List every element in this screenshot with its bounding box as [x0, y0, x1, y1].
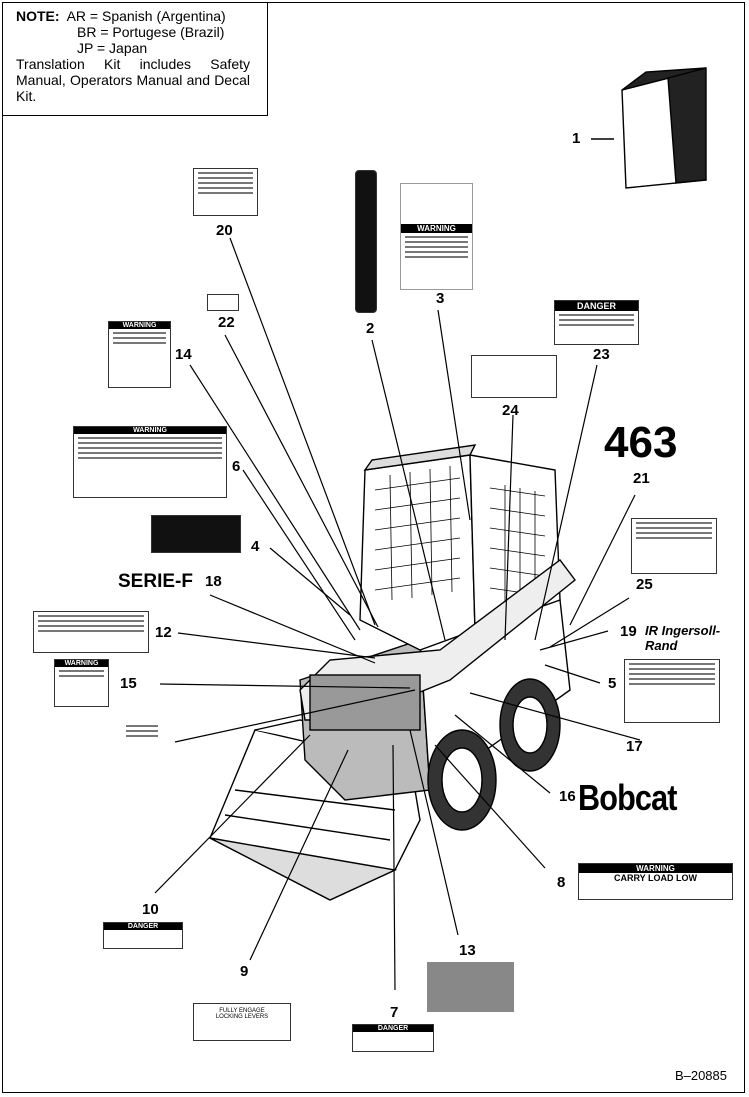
decal-21-model: 463 [604, 418, 678, 467]
decal-3-manual: WARNING [400, 183, 473, 290]
decal-22 [207, 294, 239, 311]
decal-7: DANGER [352, 1024, 434, 1052]
callout-12: 12 [155, 624, 172, 641]
callout-25: 25 [636, 576, 653, 593]
decal-20 [193, 168, 258, 216]
decal-13 [427, 962, 514, 1012]
decal-14: WARNING [108, 321, 171, 388]
decal-24 [471, 355, 557, 398]
decal-9-locking: LOCKING LEVERS [215, 1014, 269, 1020]
decal-10: DANGER [103, 922, 183, 949]
decal-18-serie: SERIE-F [118, 571, 193, 592]
decal-14-warning: WARNING [109, 322, 170, 329]
kit-box-illustration [591, 67, 707, 189]
callout-20: 20 [216, 222, 233, 239]
callout-5: 5 [608, 675, 617, 692]
decal-8: WARNING CARRY LOAD LOW [578, 863, 733, 900]
figure-reference: B–20885 [674, 1068, 727, 1083]
callout-9: 9 [240, 963, 249, 980]
callout-8: 8 [557, 874, 566, 891]
decal-9: FULLY ENGAGE LOCKING LEVERS [193, 1003, 291, 1041]
callout-22: 22 [218, 314, 235, 331]
callout-6: 6 [232, 458, 241, 475]
loader-illustration [209, 444, 576, 901]
decal-23-danger: DANGER [555, 301, 638, 311]
callout-7: 7 [390, 1004, 399, 1021]
decal-9-fully: FULLY ENGAGE [219, 1008, 265, 1014]
callout-17: 17 [626, 738, 643, 755]
callout-3: 3 [436, 290, 445, 307]
decal-23: DANGER [554, 300, 639, 345]
note-line-br: BR = Portugese (Brazil) [77, 24, 225, 40]
callout-13: 13 [459, 942, 476, 959]
decal-19-brand: IR Ingersoll-Rand [645, 623, 749, 653]
decal-8-warning: WARNING [579, 864, 732, 873]
note-line-jp: JP = Japan [77, 40, 148, 56]
callout-16: 16 [559, 788, 576, 805]
decal-6: WARNING [73, 426, 227, 498]
callout-19: 19 [620, 623, 637, 640]
callout-10: 10 [142, 901, 159, 918]
note-box: NOTE: AR = Spanish (Argentina) BR = Port… [2, 2, 268, 116]
callout-23: 23 [593, 346, 610, 363]
decal-4 [151, 515, 241, 553]
decal-19-ingersoll: Ingersoll-Rand [645, 623, 721, 653]
decal-6-warning: WARNING [74, 427, 226, 434]
note-heading: NOTE: [16, 8, 60, 24]
decal-2-strip [355, 170, 377, 313]
decal-12 [33, 611, 149, 653]
note-line-ar: AR = Spanish (Argentina) [66, 8, 226, 24]
leader-lines [154, 237, 641, 991]
decal-5 [624, 659, 720, 723]
callout-18: 18 [205, 573, 222, 590]
callout-24: 24 [502, 402, 519, 419]
callout-21: 21 [633, 470, 650, 487]
decal-15: WARNING [54, 659, 109, 707]
callout-4: 4 [251, 538, 260, 555]
callout-15: 15 [120, 675, 137, 692]
callout-1: 1 [572, 130, 581, 147]
callout-14: 14 [175, 346, 192, 363]
decal-7-danger: DANGER [353, 1025, 433, 1032]
decal-8-carry: CARRY LOAD LOW [614, 873, 697, 883]
decal-19-ir: IR [645, 623, 658, 638]
decal-11 [122, 722, 162, 774]
note-kit-text: Translation Kit includes Safety Manual, … [16, 56, 250, 104]
decal-25 [631, 518, 717, 574]
decal-3-warning: WARNING [401, 224, 472, 233]
decal-16-bobcat: Bobcat [578, 777, 677, 818]
decal-10-danger: DANGER [104, 923, 182, 930]
callout-2: 2 [366, 320, 375, 337]
decal-15-warning: WARNING [55, 660, 108, 667]
